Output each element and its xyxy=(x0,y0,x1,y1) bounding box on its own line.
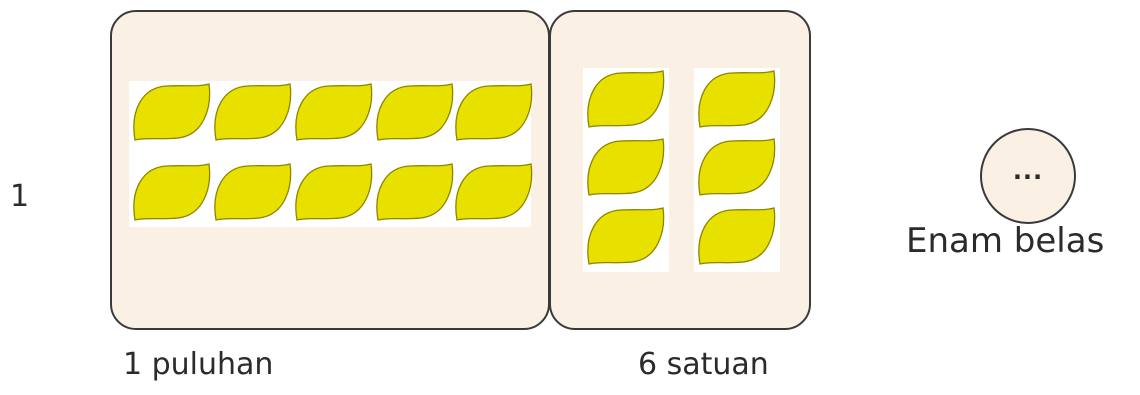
ones-fruit-column-right xyxy=(694,68,780,272)
question-number: 1 xyxy=(10,182,29,212)
ones-fruit-column-left xyxy=(583,68,669,272)
number-word: Enam belas xyxy=(906,224,1104,258)
ones-label: 6 satuan xyxy=(638,350,769,380)
answer-placeholder: ... xyxy=(1013,157,1043,185)
tens-label: 1 puluhan xyxy=(123,350,273,380)
tens-fruit-area xyxy=(129,81,531,227)
answer-blank-circle[interactable]: ... xyxy=(980,128,1076,224)
